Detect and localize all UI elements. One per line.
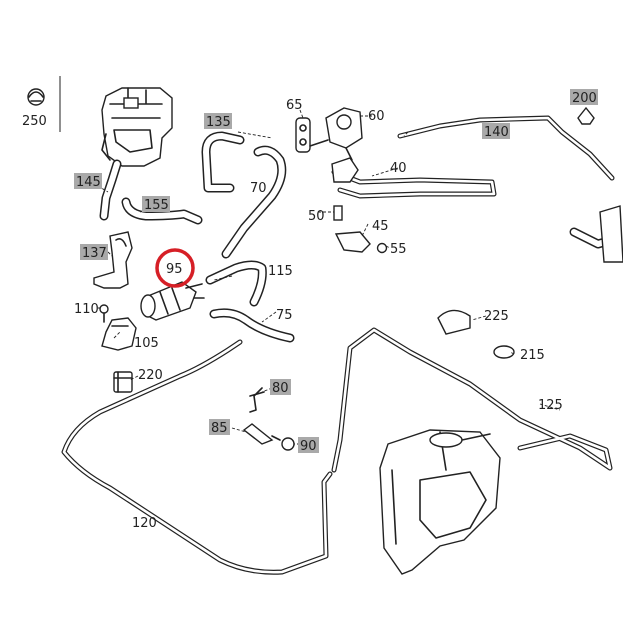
callout-215[interactable]: 215 xyxy=(520,348,545,363)
callout-140[interactable]: 140 xyxy=(484,125,509,140)
callout-220[interactable]: 220 xyxy=(138,368,163,383)
callout-250[interactable]: 250 xyxy=(22,114,47,129)
bolt-200 xyxy=(577,106,595,125)
callout-60[interactable]: 60 xyxy=(368,109,385,124)
callout-135[interactable]: 135 xyxy=(206,115,231,130)
callout-75[interactable]: 75 xyxy=(276,308,293,323)
hose-155 xyxy=(121,197,203,225)
pipe-40 xyxy=(331,157,497,199)
hose-145 xyxy=(99,159,122,221)
callout-70[interactable]: 70 xyxy=(250,181,267,196)
callout-80-bg xyxy=(270,379,291,395)
callout-120[interactable]: 120 xyxy=(132,516,157,531)
callout-145-bg xyxy=(74,173,102,189)
callout-135-bg xyxy=(204,113,232,129)
nut-55 xyxy=(376,242,388,254)
bolt-90 xyxy=(271,435,295,451)
clip-220 xyxy=(113,371,133,393)
heater-valve-block xyxy=(101,87,173,167)
tube-125 xyxy=(331,327,613,473)
callout-40[interactable]: 40 xyxy=(390,161,407,176)
hose-75 xyxy=(209,308,295,343)
callout-137-bg xyxy=(80,244,108,260)
plug-65 xyxy=(295,117,311,153)
callout-225[interactable]: 225 xyxy=(484,309,509,324)
callout-95[interactable]: 95 xyxy=(166,262,183,277)
auxiliary-water-pump-95 xyxy=(140,281,205,321)
callout-90-bg xyxy=(298,437,319,453)
bracket-45 xyxy=(334,231,371,253)
sensor-50 xyxy=(333,205,343,221)
clamp-215 xyxy=(493,345,515,359)
callout-140-bg xyxy=(482,123,510,139)
hose-115 xyxy=(205,260,267,307)
bracket-137 xyxy=(93,231,133,289)
callout-50[interactable]: 50 xyxy=(308,209,325,224)
mount-105 xyxy=(101,317,137,351)
pipe-140 xyxy=(397,115,615,181)
legend-clip-250 xyxy=(27,76,61,132)
callout-145[interactable]: 145 xyxy=(76,175,101,190)
callout-45[interactable]: 45 xyxy=(372,219,389,234)
hose-70 xyxy=(221,145,287,259)
callout-90[interactable]: 90 xyxy=(300,439,317,454)
callout-85-bg xyxy=(209,419,230,435)
callout-155-bg xyxy=(142,196,170,212)
callout-110[interactable]: 110 xyxy=(74,302,99,317)
valve-60 xyxy=(309,107,363,161)
callout-200[interactable]: 200 xyxy=(572,91,597,106)
callout-labels: 250 65 60 135 200 140 145 70 40 155 50 4… xyxy=(22,89,598,531)
callout-65[interactable]: 65 xyxy=(286,98,303,113)
coolant-expansion-tank xyxy=(379,429,501,575)
callout-115[interactable]: 115 xyxy=(268,264,293,279)
tube-120 xyxy=(61,339,333,575)
leader-lines xyxy=(97,109,561,445)
callout-200-bg xyxy=(570,89,598,105)
selected-part-ring xyxy=(155,248,195,288)
bracket-85 xyxy=(242,423,274,445)
callout-155[interactable]: 155 xyxy=(144,198,169,213)
callout-125[interactable]: 125 xyxy=(538,398,563,413)
right-edge-assembly xyxy=(569,205,623,263)
callout-55[interactable]: 55 xyxy=(390,242,407,257)
callout-80[interactable]: 80 xyxy=(272,381,289,396)
hose-135 xyxy=(201,131,245,193)
sensor-80 xyxy=(249,387,265,413)
callout-85[interactable]: 85 xyxy=(211,421,228,436)
callout-137[interactable]: 137 xyxy=(82,246,107,261)
bolt-110 xyxy=(99,304,109,323)
clamp-225 xyxy=(437,309,471,335)
callout-105[interactable]: 105 xyxy=(134,336,159,351)
